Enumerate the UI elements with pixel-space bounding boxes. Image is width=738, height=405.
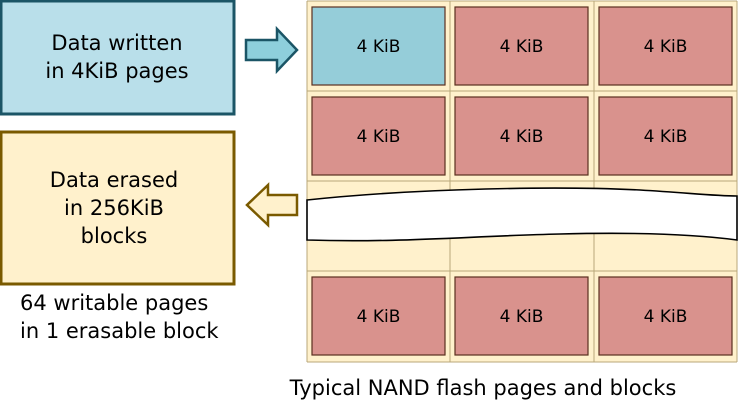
block-grid-lines	[306, 0, 738, 363]
page-cell-rect	[311, 276, 446, 356]
page-cell: 4 KiB	[454, 96, 589, 176]
page-cell-rect	[598, 6, 733, 86]
data-erased-line-2: in 256KiB	[64, 196, 164, 220]
data-erased-box: Data erased in 256KiB blocks	[0, 130, 236, 286]
page-cell-rect	[454, 96, 589, 176]
data-erased-line-3: blocks	[81, 224, 148, 248]
page-cell-label: 4 KiB	[357, 127, 401, 147]
page-cell-label: 4 KiB	[644, 127, 688, 147]
page-cell-label: 4 KiB	[357, 37, 401, 57]
arrow-left-icon	[245, 182, 299, 228]
page-cells: 4 KiB 4 KiB 4 KiB 4 KiB 4 KiB 4 KiB 4 KiB 4 KiB…	[311, 6, 733, 356]
data-written-line-1: Data written	[51, 31, 182, 55]
data-written-box: Data written in 4KiB pages	[0, 0, 236, 116]
page-cell: 4 KiB	[311, 96, 446, 176]
page-cell-rect	[311, 6, 446, 86]
page-cell: 4 KiB	[311, 6, 446, 86]
page-cell-rect	[454, 276, 589, 356]
page-cell: 4 KiB	[598, 96, 733, 176]
diagram-caption: Typical NAND flash pages and blocks	[289, 376, 677, 400]
page-cell: 4 KiB	[598, 276, 733, 356]
page-cell-rect	[598, 96, 733, 176]
page-cell: 4 KiB	[311, 276, 446, 356]
arrow-right-icon	[244, 25, 299, 75]
page-cell: 4 KiB	[454, 276, 589, 356]
page-cell: 4 KiB	[598, 6, 733, 86]
page-cell-rect	[454, 6, 589, 86]
data-written-line-2: in 4KiB pages	[45, 59, 188, 83]
data-erased-box-frame	[0, 130, 236, 286]
page-cell-rect	[598, 276, 733, 356]
data-written-box-frame	[0, 0, 236, 116]
note-line-1: 64 writable pages	[20, 291, 208, 315]
page-cell-label: 4 KiB	[357, 307, 401, 327]
page-cell-label: 4 KiB	[500, 37, 544, 57]
page-cell-label: 4 KiB	[500, 127, 544, 147]
data-erased-line-1: Data erased	[50, 168, 178, 192]
page-cell-label: 4 KiB	[644, 307, 688, 327]
omitted-rows-break	[306, 187, 738, 242]
page-cell: 4 KiB	[454, 6, 589, 86]
page-cell-rect	[311, 96, 446, 176]
note-line-2: in 1 erasable block	[20, 319, 219, 343]
page-cell-label: 4 KiB	[500, 307, 544, 327]
page-cell-label: 4 KiB	[644, 37, 688, 57]
